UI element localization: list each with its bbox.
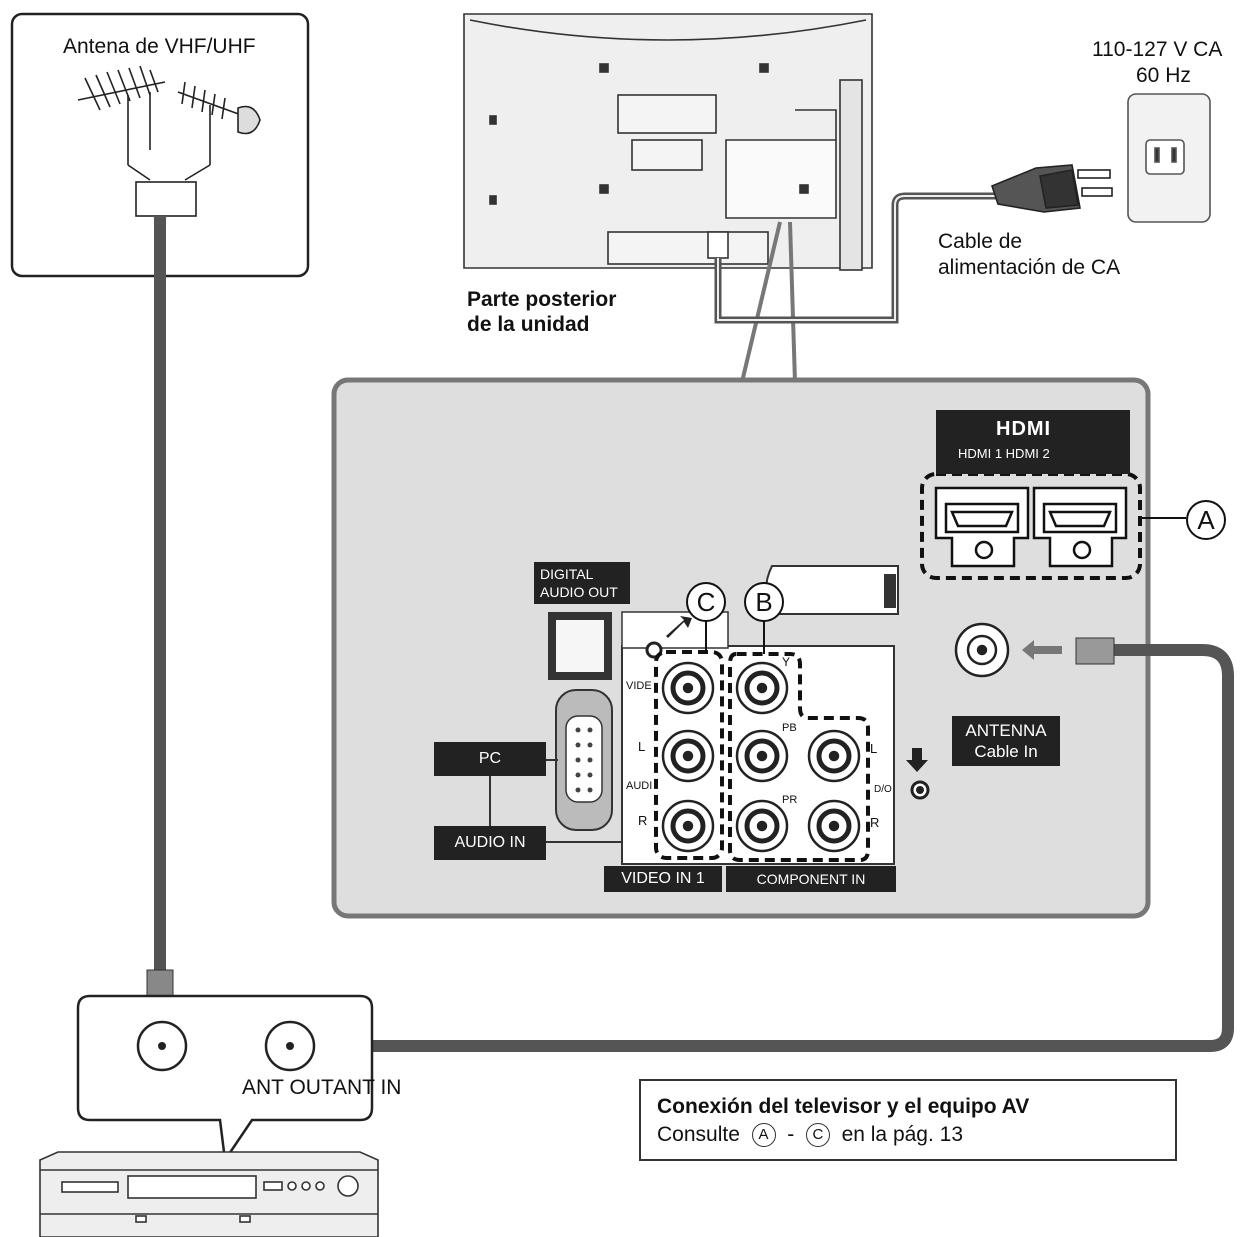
- antenna-label: Antena de VHF/UHF: [63, 35, 256, 58]
- audio-in-label: AUDIO IN: [434, 826, 546, 860]
- digital-audio-line1: DIGITAL: [540, 566, 594, 582]
- note-text: Consulte A - C en la pág. 13: [657, 1123, 964, 1148]
- antenna-label-line1: ANTENNA: [965, 721, 1047, 740]
- hdmi-block: [934, 410, 1130, 568]
- note-marker-a: A: [751, 1123, 776, 1148]
- note-prefix: Consulte: [657, 1123, 740, 1146]
- pb-jack: [735, 729, 789, 783]
- jack-audio2-label: D/O: [874, 784, 892, 795]
- jack-audio-label: AUDI: [626, 780, 653, 792]
- power-plug-icon: [991, 164, 1113, 213]
- note-title: Conexión del televisor y el equipo AV: [657, 1095, 1030, 1118]
- antenna-label-line2: Cable In: [974, 742, 1038, 761]
- digital-audio-out-label: DIGITAL AUDIO OUT: [534, 562, 630, 604]
- antenna-cable-in-label: ANTENNA Cable In: [952, 716, 1060, 766]
- note-box: Conexión del televisor y el equipo AV Co…: [639, 1079, 1177, 1161]
- note-suffix: en la pág. 13: [841, 1123, 964, 1146]
- tv-back-label-1: Parte posterior: [467, 288, 617, 311]
- pr-jack: [735, 799, 789, 853]
- jack-r-label: R: [638, 813, 648, 828]
- vga-pins: [575, 727, 593, 793]
- rca-jacks: [661, 661, 861, 853]
- antenna-jack-icon: [954, 622, 1010, 678]
- power-cable-label-2: alimentación de CA: [938, 256, 1121, 279]
- power-cable-label-1: Cable de: [938, 230, 1023, 253]
- component-in-label: COMPONENT IN: [726, 866, 896, 892]
- ant-out-label: ANT OUT: [242, 1076, 334, 1099]
- hdmi-logo: HDMI: [996, 418, 1052, 440]
- jack-l2-label: L: [870, 741, 878, 756]
- jack-y-label: Y: [782, 655, 791, 669]
- small-jacks: [645, 641, 930, 800]
- note-marker-c: C: [805, 1123, 830, 1148]
- video-jack: [661, 661, 715, 715]
- power-cord: [714, 192, 1000, 324]
- audio-l-jack: [661, 729, 715, 783]
- video-in-label: VIDEO IN 1: [604, 866, 722, 892]
- callout-lines: [740, 221, 797, 383]
- note-dash: -: [787, 1123, 795, 1146]
- pc-label: PC: [434, 742, 546, 776]
- recorder-icon: [39, 1151, 379, 1237]
- ant-in-label: ANT IN: [333, 1076, 402, 1099]
- y-jack: [735, 661, 789, 715]
- marker-b: B: [744, 582, 784, 622]
- comp-audio-r-jack: [807, 799, 861, 853]
- digital-audio-line2: AUDIO OUT: [540, 584, 618, 600]
- jack-video-label: VIDE: [626, 680, 652, 692]
- power-voltage: 110-127 V CA: [1092, 38, 1223, 61]
- tv-back-label-2: de la unidad: [467, 313, 590, 336]
- jack-pr-label: PR: [782, 794, 798, 806]
- recorder-callout: [76, 994, 374, 1164]
- marker-c: C: [686, 582, 726, 622]
- jack-pb-label: PB: [782, 722, 797, 734]
- wall-outlet-icon: [1127, 93, 1211, 223]
- hdmi-ports-label: HDMI 1 HDMI 2: [958, 446, 1050, 461]
- power-frequency: 60 Hz: [1136, 64, 1191, 87]
- marker-leaders: [705, 517, 1186, 654]
- marker-a: A: [1186, 500, 1226, 540]
- tv-back-illustration: [463, 13, 873, 271]
- audio-r-jack: [661, 799, 715, 853]
- comp-audio-l-jack: [807, 729, 861, 783]
- antenna-cable: [146, 216, 174, 1001]
- arrow-icons: [666, 616, 1062, 772]
- jack-group-outlines: [654, 472, 1142, 862]
- jack-l-label: L: [638, 739, 646, 754]
- jack-r2-label: R: [870, 815, 880, 830]
